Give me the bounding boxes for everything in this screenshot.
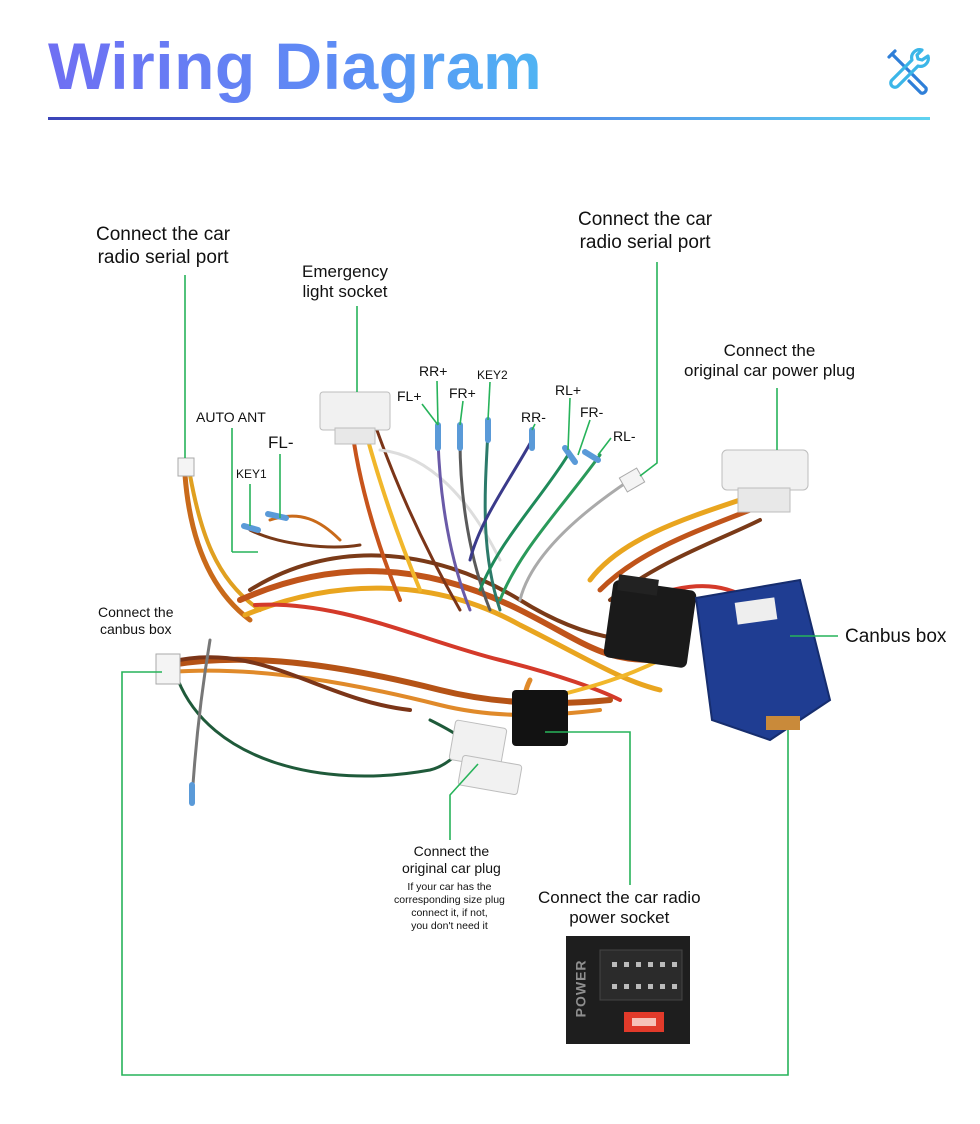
serial-port-plug-right <box>618 467 646 493</box>
label-auto-ant: AUTO ANT <box>196 409 266 425</box>
label-fr-minus: FR- <box>580 404 604 420</box>
label-fl-minus: FL- <box>268 433 294 452</box>
label-key1: KEY1 <box>236 467 267 481</box>
power-socket-photo <box>566 936 690 1044</box>
page-title: Wiring Diagram <box>48 29 543 103</box>
serial-port-plug-left <box>177 457 195 477</box>
original-power-plug <box>721 449 809 513</box>
original-car-plug <box>448 719 523 796</box>
radio-power-connector <box>512 690 568 746</box>
label-rl-plus: RL+ <box>555 382 582 398</box>
label-rr-minus: RR- <box>521 409 546 425</box>
black-socket-connector <box>603 574 697 668</box>
canbus-plug <box>155 653 181 685</box>
power-socket-label: POWER <box>572 959 589 1018</box>
label-fl-plus: FL+ <box>397 388 422 404</box>
label-rl-minus: RL- <box>613 428 636 444</box>
label-rr-plus: RR+ <box>419 363 448 379</box>
label-fr-plus: FR+ <box>449 385 476 401</box>
label-canbus-box: Canbus box <box>845 626 947 647</box>
callout-lines <box>121 262 838 1076</box>
canbus-box-shape <box>694 578 832 742</box>
title-underline <box>48 117 930 120</box>
tools-icon <box>887 48 930 95</box>
wire-tips <box>189 417 601 806</box>
emergency-light-plug <box>319 391 391 445</box>
label-key2: KEY2 <box>477 368 508 382</box>
